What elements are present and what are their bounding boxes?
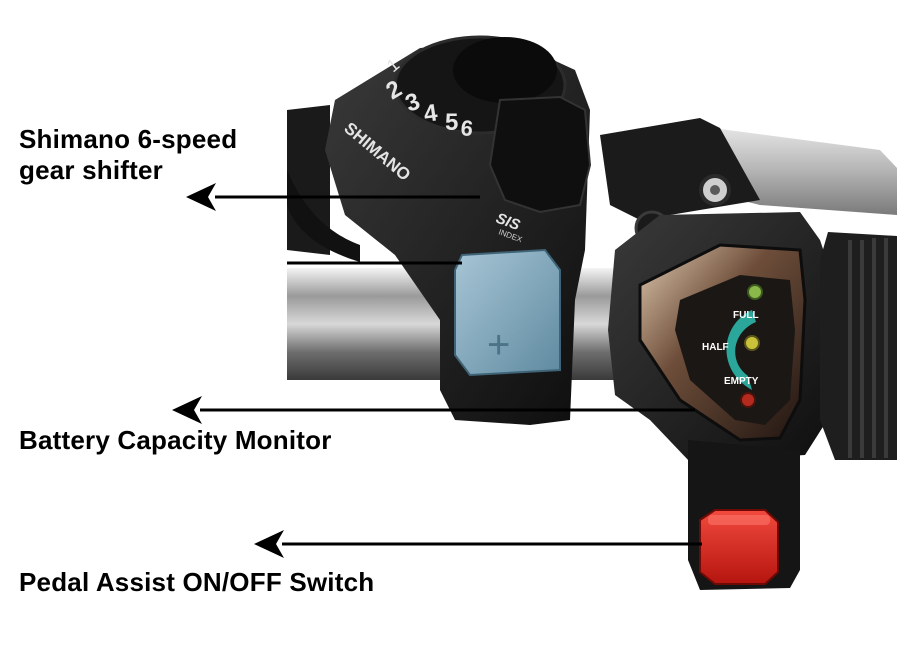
cable xyxy=(287,170,360,262)
gear-number: 5 xyxy=(445,109,458,136)
battery-annotation-label: Battery Capacity Monitor xyxy=(19,425,332,455)
shifter-annotation-label: Shimano 6-speed gear shifter xyxy=(19,124,237,186)
shifter-annotation-line2: gear shifter xyxy=(19,155,164,185)
level-label-empty: EMPTY xyxy=(724,376,759,387)
level-arc xyxy=(726,310,756,390)
plus-symbol: + xyxy=(487,323,510,367)
battery-arrow xyxy=(172,396,695,424)
handle-grip xyxy=(820,232,897,460)
gear-number: 6 xyxy=(459,115,474,141)
empty-led xyxy=(740,392,756,408)
gear-number: 4 xyxy=(422,99,440,128)
battery-monitor-housing: FULL HALF EMPTY xyxy=(608,212,840,462)
shifter-annotation-line1: Shimano 6-speed xyxy=(19,124,238,154)
pedal-assist-red-button[interactable] xyxy=(699,509,779,585)
callout-arrows xyxy=(172,183,702,558)
pedal-annotation-label: Pedal Assist ON/OFF Switch xyxy=(19,567,375,597)
shifter-body: 1 2 3 4 5 6 SHIMANO SIS INDEX + xyxy=(325,35,592,425)
pedal-arrow xyxy=(254,530,702,558)
shifter-arrow xyxy=(186,183,480,211)
half-led xyxy=(744,335,760,351)
level-label-half: HALF xyxy=(702,342,729,353)
shifter-plus-button[interactable]: + xyxy=(454,248,561,377)
full-led xyxy=(747,284,763,300)
pedal-assist-switch-housing xyxy=(688,440,800,590)
level-label-full: FULL xyxy=(733,310,759,321)
